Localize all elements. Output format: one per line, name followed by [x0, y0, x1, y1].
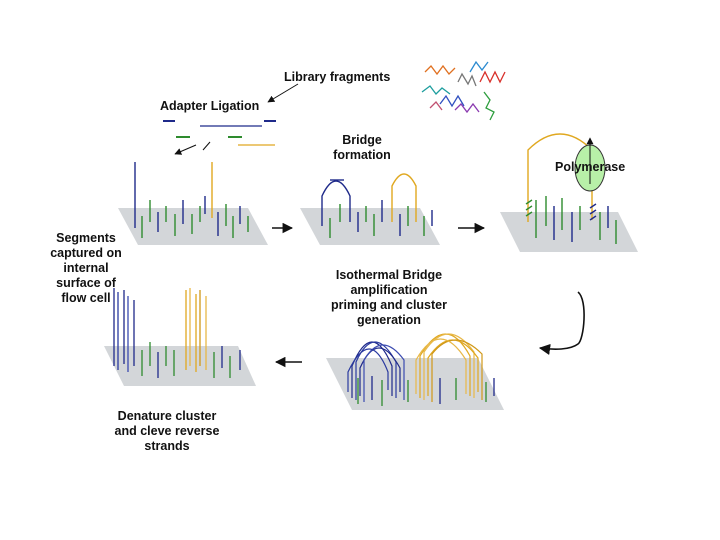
- panel-bridge-formation: [300, 173, 440, 245]
- label-segments-line-1: Segments: [56, 231, 116, 245]
- label-segments-line-3: internal: [63, 261, 109, 275]
- panel-isothermal-amplification: [326, 333, 504, 410]
- arrow-step-3-to-4: [538, 291, 585, 355]
- library-fragments-squiggles: [421, 60, 506, 121]
- label-segments-line-5: flow cell: [61, 291, 111, 305]
- label-segments-line-4: surface of: [56, 276, 116, 290]
- adapter-dash: [202, 141, 211, 151]
- label-bridge-formation-line-1: Bridge: [342, 133, 382, 147]
- label-isothermal-amplification: Isothermal Bridge amplification priming …: [322, 268, 456, 328]
- label-isothermal-line-4: generation: [357, 313, 421, 327]
- label-isothermal-line-3: priming and cluster: [331, 298, 447, 312]
- label-adapter-ligation: Adapter Ligation: [160, 99, 260, 113]
- label-isothermal-line-2: amplification: [350, 283, 428, 297]
- label-denature-line-2: and cleve reverse: [114, 424, 220, 438]
- label-denature-line-3: strands: [144, 439, 190, 453]
- label-denature-line-1: Denature cluster: [117, 409, 217, 423]
- label-bridge-formation-line-2: formation: [333, 148, 391, 162]
- label-segments-captured: Segments captured on internal surface of…: [42, 231, 130, 306]
- panel-denature-cluster: [104, 288, 256, 386]
- adapter-ligation-fragments: [163, 120, 276, 146]
- label-bridge-formation: Bridge formation: [318, 133, 406, 163]
- arrow-library-to-adapter: [267, 83, 299, 103]
- label-segments-line-2: captured on: [50, 246, 122, 260]
- panel-polymerase: [500, 133, 638, 252]
- label-isothermal-line-1: Isothermal Bridge: [335, 268, 443, 282]
- label-denature-cluster: Denature cluster and cleve reverse stran…: [104, 409, 230, 454]
- arrow-adapter-to-surface: [174, 144, 197, 155]
- label-library-fragments: Library fragments: [284, 70, 391, 84]
- label-polymerase: Polymerase: [555, 160, 626, 174]
- panel-segments-captured: [118, 162, 268, 245]
